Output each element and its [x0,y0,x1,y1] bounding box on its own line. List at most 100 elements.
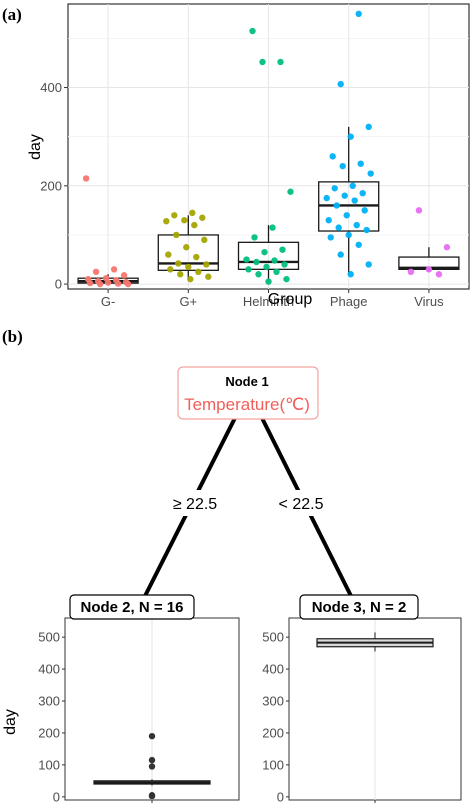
data-point [287,188,294,195]
data-point [191,221,198,229]
y-tick-label: 400 [262,662,284,677]
data-point [339,162,346,170]
data-point [96,280,104,288]
edge-right-label: < 22.5 [279,496,324,513]
data-point [104,279,112,286]
data-point [337,251,344,258]
data-point [343,212,350,219]
outlier-point [148,792,156,800]
data-point [110,266,118,273]
data-point [183,244,190,251]
data-point [173,231,180,239]
data-point [187,275,194,283]
edge-right-label-bg [274,490,328,516]
data-point [199,214,206,221]
leaf-3-box [316,632,434,652]
leaf-node-3-label-box [299,594,419,620]
y-tick-label: 100 [38,757,60,772]
data-point [265,278,272,285]
data-point [249,27,256,35]
data-point [407,268,415,276]
y-tick-label: 0 [55,277,62,292]
data-point [181,217,188,224]
data-point [114,280,122,287]
panel-a-points [82,10,451,288]
data-point [363,226,370,234]
data-point [347,133,354,140]
data-point [189,209,196,217]
data-point [269,224,276,231]
data-point [435,271,443,278]
data-point [327,234,334,241]
data-point [92,268,100,276]
data-point [367,170,374,177]
data-point [271,257,278,264]
x-tick-label: Virus [414,294,444,309]
data-point [177,271,184,278]
leaf-node-2-title: Node 2, N = 16 [81,599,184,616]
tree-root-node: Node 1 Temperature(℃) [177,366,319,420]
root-node-title: Node 1 [225,374,268,389]
data-point [193,253,200,261]
data-point [195,268,202,276]
edge-left-label-bg [168,490,222,516]
data-point [415,207,423,214]
data-point [335,224,342,231]
x-tick-label: G- [101,294,115,309]
panel-a-y-axis-title: day [27,134,44,160]
data-point [349,182,356,190]
data-point [351,197,358,204]
y-tick-label: 400 [40,80,62,95]
data-point [124,280,132,288]
panel-a-label: (a) [2,5,22,24]
data-point [361,207,368,214]
data-point [259,58,266,66]
data-point [273,268,280,276]
data-point [325,217,332,224]
y-tick-label: 200 [38,725,60,740]
data-point [283,275,290,283]
y-tick-label: 0 [53,789,60,804]
data-point [253,258,260,266]
outlier-point [148,756,156,764]
data-point [203,261,210,268]
data-point [165,251,172,258]
data-point [329,153,336,160]
panel-a-x-axis-title: Group [268,291,313,308]
data-point [175,260,182,267]
data-point [185,263,192,271]
data-point [341,192,348,199]
data-point [443,244,451,251]
root-node-variable: Temperature(℃) [184,395,310,414]
data-point [347,271,354,278]
data-point [365,261,372,268]
y-tick-label: 300 [38,694,60,709]
data-point [323,194,330,202]
leaf-node-3-title: Node 3, N = 2 [312,599,407,616]
y-tick-label: 100 [262,757,284,772]
data-point [355,241,362,248]
data-point [331,185,338,192]
data-point [255,271,262,278]
y-tick-label: 400 [38,662,60,677]
edge-left-label: ≥ 22.5 [173,496,217,513]
data-point [163,217,170,225]
panel-a-boxes [77,126,460,285]
y-tick-label: 0 [277,789,284,804]
x-tick-label: G+ [179,294,197,309]
data-point [365,123,372,131]
leaf-2-box [93,732,211,800]
x-tick-label: Helminth [243,294,294,309]
data-point [353,221,360,229]
panel-a-y-ticks: 0 200 400 [40,80,68,292]
data-point [82,175,90,182]
leaf-node-2-label: Node 2, N = 16 [69,594,195,620]
y-tick-label: 200 [40,178,62,193]
data-point [167,266,174,273]
data-point [345,231,352,239]
